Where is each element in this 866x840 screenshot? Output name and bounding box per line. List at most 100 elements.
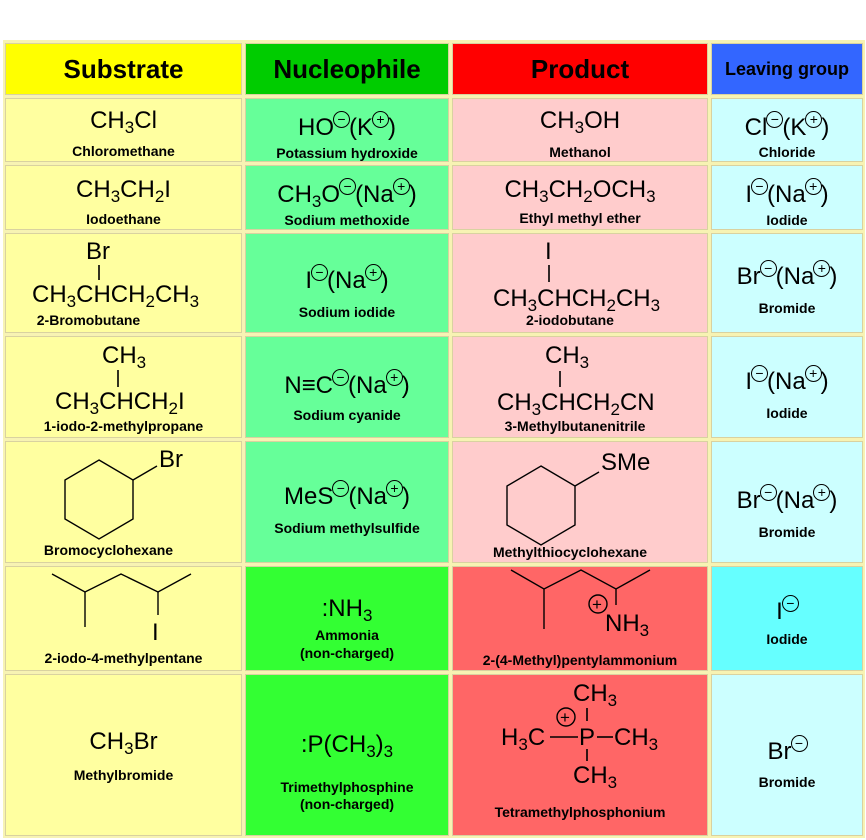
- svg-text:CH3CHCH2CH3: CH3CHCH2CH3: [493, 285, 660, 315]
- negative-charge-icon: −: [766, 111, 784, 128]
- row-2-substrate: CH3CH2I Iodoethane: [5, 165, 242, 230]
- svg-text:Br: Br: [86, 238, 110, 265]
- svg-text:CH3CHCH2CN: CH3CHCH2CN: [497, 389, 655, 419]
- row-6-nucleophile: :NH3 Ammonia (non-charged): [245, 566, 449, 671]
- svg-text:CH3CHCH2CH3: CH3CHCH2CH3: [32, 281, 199, 311]
- substrate-formula: CH3Br: [89, 728, 158, 758]
- row-3-leaving-group: Br−(Na+) Bromide: [711, 233, 863, 333]
- leaving-group-name: Iodide: [766, 631, 808, 647]
- row-5-product: SMe Methylthiocyclohexane: [452, 441, 708, 563]
- nucleophile-formula: :P(CH3)3: [300, 731, 394, 761]
- header-substrate-label: Substrate: [63, 53, 184, 84]
- row-1-leaving-group: Cl−(K+) Chloride: [711, 98, 863, 162]
- row-1-product: CH3OH Methanol: [452, 98, 708, 162]
- header-nucleophile-label: Nucleophile: [273, 53, 421, 84]
- leaving-group-name: Chloride: [758, 144, 816, 160]
- positive-charge-icon: +: [386, 480, 404, 497]
- leaving-group-formula: Cl−(K+): [744, 111, 830, 141]
- negative-charge-icon: −: [759, 260, 777, 277]
- nucleophile-name: Sodium iodide: [298, 304, 396, 320]
- negative-charge-icon: −: [332, 369, 350, 386]
- svg-text:SMe: SMe: [601, 449, 650, 476]
- header-substrate: Substrate: [5, 43, 242, 95]
- nucleophile-name: Sodium methoxide: [284, 212, 410, 228]
- product-name: 2-iodobutane: [526, 312, 614, 328]
- row-7-leaving-group: Br− Bromide: [711, 674, 863, 836]
- row-7-substrate: CH3Br Methylbromide: [5, 674, 242, 836]
- substrate-name: 2-iodo-4-methylpentane: [44, 650, 203, 666]
- svg-text:H3C: H3C: [501, 724, 545, 754]
- row-4-leaving-group: I−(Na+) Iodide: [711, 336, 863, 438]
- leaving-group-formula: Br−(Na+): [736, 484, 838, 514]
- nucleophile-note: (non-charged): [299, 796, 395, 812]
- positive-charge-icon: +: [813, 484, 831, 501]
- negative-charge-icon: −: [339, 178, 357, 195]
- nucleophile-formula: I−(Na+): [305, 264, 389, 294]
- nucleophile-name: Potassium hydroxide: [276, 145, 418, 161]
- nucleophile-formula: HO−(K+): [298, 111, 396, 141]
- substrate-name: Iodoethane: [86, 211, 161, 227]
- 2-bromobutane-structure: Br CH3CHCH2CH3: [6, 234, 241, 312]
- row-1-substrate: CH3Cl Chloromethane: [5, 98, 242, 162]
- positive-charge-icon: +: [372, 111, 389, 128]
- svg-text:CH3: CH3: [545, 342, 589, 372]
- product-formula: CH3CH2OCH3: [504, 176, 656, 206]
- svg-text:I: I: [545, 238, 552, 265]
- substrate-formula: CH3Cl: [90, 107, 157, 137]
- tetramethylphosphonium-structure: CH3 H3C + P CH3 CH3: [453, 675, 707, 825]
- bromocyclohexane-structure: Br: [6, 442, 241, 542]
- row-6-substrate: I 2-iodo-4-methylpentane: [5, 566, 242, 671]
- nucleophile-name: Sodium cyanide: [293, 407, 401, 423]
- row-5-nucleophile: MeS−(Na+) Sodium methylsulfide: [245, 441, 449, 563]
- row-4-product: CH3 CH3CHCH2CN 3-Methylbutanenitrile: [452, 336, 708, 438]
- substrate-name: 2-Bromobutane: [36, 312, 141, 328]
- svg-text:P: P: [579, 724, 595, 751]
- row-7-product: CH3 H3C + P CH3 CH3 Tetramethylphosphoni…: [452, 674, 708, 836]
- row-1-nucleophile: HO−(K+) Potassium hydroxide: [245, 98, 449, 162]
- row-4-substrate: CH3 CH3CHCH2I 1-iodo-2-methylpropane: [5, 336, 242, 438]
- leaving-group-formula: I−(Na+): [745, 365, 829, 395]
- header-nucleophile: Nucleophile: [245, 43, 449, 95]
- leaving-group-formula: Br−(Na+): [736, 260, 838, 290]
- substrate-formula: CH3CH2I: [76, 176, 171, 206]
- header-leaving-group: Leaving group: [711, 43, 863, 95]
- svg-text:Br: Br: [159, 446, 183, 473]
- svg-text:CH3: CH3: [573, 762, 617, 792]
- product-name: Ethyl methyl ether: [519, 210, 641, 226]
- product-formula: CH3OH: [539, 107, 621, 137]
- product-name: 3-Methylbutanenitrile: [504, 418, 646, 434]
- leaving-group-formula: I−: [712, 595, 862, 624]
- row-6-leaving-group: I− Iodide: [711, 566, 863, 671]
- substrate-name: Methylbromide: [73, 767, 174, 783]
- substrate-name: 1-iodo-2-methylpropane: [43, 418, 204, 434]
- nucleophile-name: Trimethylphosphine: [280, 779, 414, 795]
- negative-charge-icon: −: [751, 365, 768, 382]
- nucleophile-formula: CH3O−(Na+): [277, 178, 417, 211]
- positive-charge-icon: +: [813, 260, 831, 277]
- nucleophile-note: (non-charged): [299, 645, 395, 661]
- 2-iodobutane-structure: I CH3CHCH2CH3: [453, 234, 707, 315]
- svg-text:CH3: CH3: [102, 342, 146, 372]
- positive-charge-icon: +: [592, 595, 602, 614]
- leaving-group-name: Iodide: [766, 405, 808, 421]
- nucleophile-name: Sodium methylsulfide: [274, 520, 420, 536]
- positive-charge-icon: +: [385, 369, 403, 386]
- product-name: Methylthiocyclohexane: [492, 544, 648, 560]
- leaving-group-formula: I−(Na+): [745, 178, 829, 208]
- positive-charge-icon: +: [392, 178, 410, 195]
- negative-charge-icon: −: [332, 480, 350, 497]
- leaving-group-name: Bromide: [758, 300, 816, 316]
- header-product-label: Product: [530, 53, 630, 84]
- row-2-nucleophile: CH3O−(Na+) Sodium methoxide: [245, 165, 449, 230]
- positive-charge-icon: +: [804, 178, 822, 195]
- row-3-substrate: Br CH3CHCH2CH3 2-Bromobutane: [5, 233, 242, 333]
- methylthiocyclohexane-structure: SMe: [453, 442, 707, 546]
- positive-charge-icon: +: [560, 708, 570, 727]
- nucleophile-formula: :NH3: [321, 595, 373, 625]
- leaving-group-name: Bromide: [758, 774, 816, 790]
- svg-text:CH3: CH3: [614, 724, 658, 754]
- product-name: 2-(4-Methyl)pentylammonium: [482, 652, 678, 668]
- product-name: Tetramethylphosphonium: [494, 804, 666, 820]
- row-6-product: + NH3 2-(4-Methyl)pentylammonium: [452, 566, 708, 671]
- 2-iodo-4-methylpentane-structure: I: [6, 567, 241, 651]
